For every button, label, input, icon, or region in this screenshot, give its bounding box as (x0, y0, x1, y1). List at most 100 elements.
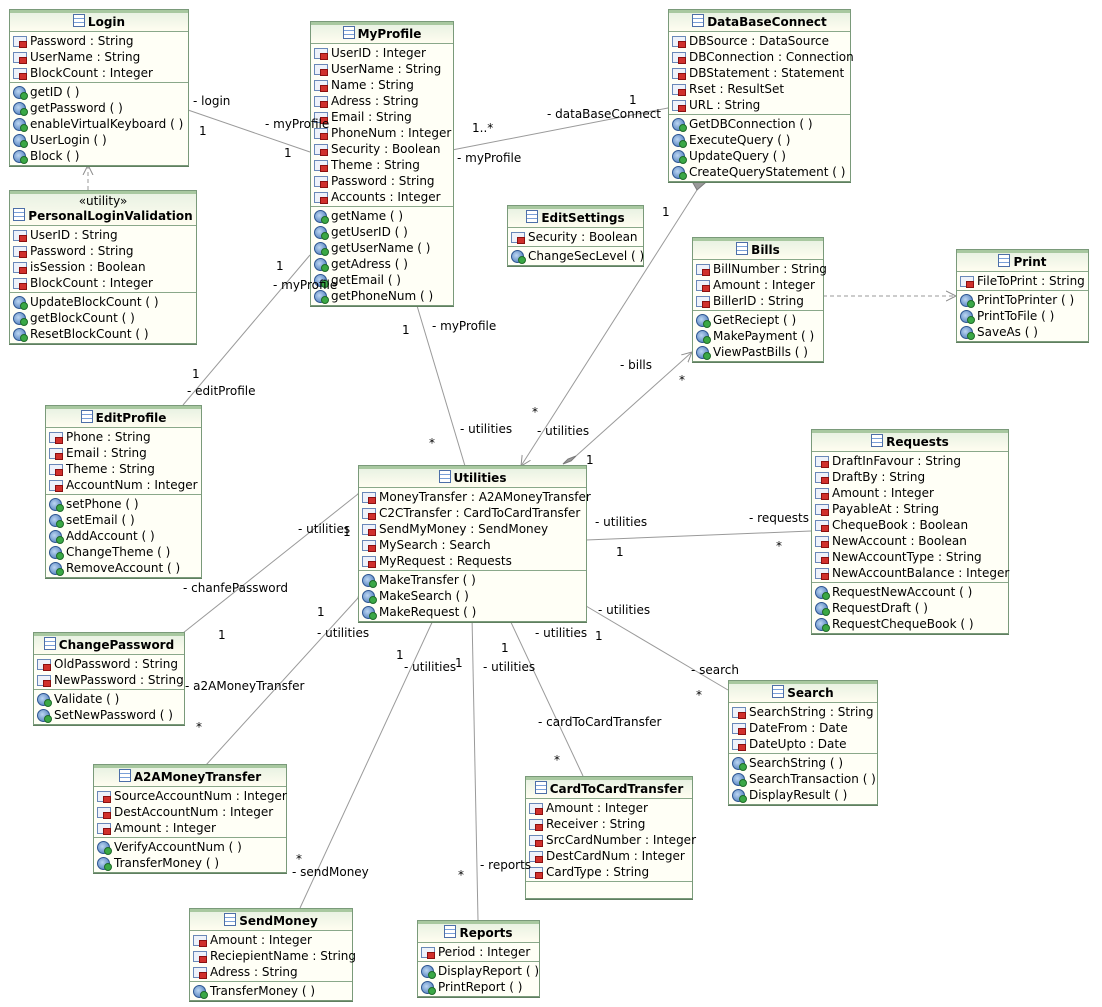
attribute-row[interactable]: DateUpto : Date (729, 736, 877, 752)
operation-row[interactable]: Block ( ) (10, 148, 188, 164)
operation-row[interactable]: Validate ( ) (34, 691, 184, 707)
attribute-row[interactable]: isSession : Boolean (10, 259, 196, 275)
attribute-row[interactable]: DestAccountNum : Integer (94, 804, 286, 820)
attribute-row[interactable]: Theme : String (46, 461, 201, 477)
attribute-row[interactable]: BlockCount : Integer (10, 275, 196, 291)
operation-row[interactable]: CreateQueryStatement ( ) (669, 164, 850, 180)
attribute-row[interactable]: ChequeBook : Boolean (812, 517, 1008, 533)
attribute-row[interactable]: Amount : Integer (526, 800, 692, 816)
operation-row[interactable]: setEmail ( ) (46, 512, 201, 528)
operation-row[interactable]: SetNewPassword ( ) (34, 707, 184, 723)
attribute-row[interactable]: Security : Boolean (508, 229, 643, 245)
attribute-row[interactable]: DestCardNum : Integer (526, 848, 692, 864)
attribute-row[interactable]: Email : String (311, 109, 453, 125)
operation-row[interactable]: AddAccount ( ) (46, 528, 201, 544)
attribute-row[interactable]: UserName : String (311, 61, 453, 77)
operation-row[interactable]: DisplayReport ( ) (418, 963, 539, 979)
attribute-row[interactable]: Receiver : String (526, 816, 692, 832)
operation-row[interactable]: SearchString ( ) (729, 755, 877, 771)
attribute-row[interactable]: Amount : Integer (812, 485, 1008, 501)
attribute-row[interactable]: Password : String (10, 243, 196, 259)
operation-row[interactable]: UserLogin ( ) (10, 132, 188, 148)
operation-row[interactable]: ChangeSecLevel ( ) (508, 248, 644, 264)
operation-row[interactable]: getUserID ( ) (311, 224, 453, 240)
attribute-row[interactable]: URL : String (669, 97, 850, 113)
attribute-row[interactable]: NewAccount : Boolean (812, 533, 1008, 549)
operation-row[interactable]: RequestChequeBook ( ) (812, 616, 1008, 632)
attribute-row[interactable]: Email : String (46, 445, 201, 461)
attribute-row[interactable]: NewPassword : String (34, 672, 184, 688)
operation-row[interactable]: RequestDraft ( ) (812, 600, 1008, 616)
operation-row[interactable]: VerifyAccountNum ( ) (94, 839, 286, 855)
attribute-row[interactable]: Amount : Integer (94, 820, 286, 836)
attribute-row[interactable]: MyRequest : Requests (359, 553, 586, 569)
operation-row[interactable]: ChangeTheme ( ) (46, 544, 201, 560)
attribute-row[interactable]: Phone : String (46, 429, 201, 445)
attribute-row[interactable]: Name : String (311, 77, 453, 93)
attribute-row[interactable]: NewAccountType : String (812, 549, 1008, 565)
attribute-row[interactable]: DraftInFavour : String (812, 453, 1008, 469)
attribute-row[interactable]: Amount : Integer (190, 932, 352, 948)
attribute-row[interactable]: PhoneNum : Integer (311, 125, 453, 141)
attribute-row[interactable]: UserID : Integer (311, 45, 453, 61)
operation-row[interactable]: MakePayment ( ) (693, 328, 823, 344)
attribute-row[interactable]: Period : Integer (418, 944, 539, 960)
operation-row[interactable]: PrintToFile ( ) (957, 308, 1088, 324)
attribute-row[interactable]: C2CTransfer : CardToCardTransfer (359, 505, 586, 521)
attribute-row[interactable]: SourceAccountNum : Integer (94, 788, 287, 804)
operation-row[interactable]: SaveAs ( ) (957, 324, 1088, 340)
operation-row[interactable]: MakeSearch ( ) (359, 588, 586, 604)
attribute-row[interactable]: DBStatement : Statement (669, 65, 850, 81)
attribute-row[interactable]: ReciepientName : String (190, 948, 356, 964)
attribute-row[interactable]: SearchString : String (729, 704, 877, 720)
attribute-row[interactable]: Amount : Integer (693, 277, 823, 293)
operation-row[interactable]: enableVirtualKeyboard ( ) (10, 116, 188, 132)
attribute-row[interactable]: Password : String (10, 33, 188, 49)
attribute-row[interactable]: Accounts : Integer (311, 189, 453, 205)
operation-row[interactable]: ExecuteQuery ( ) (669, 132, 850, 148)
attribute-row[interactable]: DateFrom : Date (729, 720, 877, 736)
operation-row[interactable]: PrintReport ( ) (418, 979, 539, 995)
operation-row[interactable]: MakeTransfer ( ) (359, 572, 586, 588)
attribute-row[interactable]: BillNumber : String (693, 261, 827, 277)
attribute-row[interactable]: Theme : String (311, 157, 453, 173)
operation-row[interactable]: ViewPastBills ( ) (693, 344, 823, 360)
attribute-row[interactable]: DBSource : DataSource (669, 33, 850, 49)
attribute-row[interactable]: Adress : String (190, 964, 352, 980)
operation-row[interactable]: getPassword ( ) (10, 100, 188, 116)
attribute-row[interactable]: MoneyTransfer : A2AMoneyTransfer (359, 489, 591, 505)
operation-row[interactable]: ResetBlockCount ( ) (10, 326, 196, 342)
attribute-row[interactable]: Rset : ResultSet (669, 81, 850, 97)
operation-row[interactable]: PrintToPrinter ( ) (957, 292, 1088, 308)
operation-row[interactable]: UpdateBlockCount ( ) (10, 294, 196, 310)
operation-row[interactable]: RequestNewAccount ( ) (812, 584, 1008, 600)
attribute-row[interactable]: NewAccountBalance : Integer (812, 565, 1009, 581)
operation-row[interactable]: getPhoneNum ( ) (311, 288, 453, 304)
operation-row[interactable]: GetReciept ( ) (693, 312, 823, 328)
operation-row[interactable]: setPhone ( ) (46, 496, 201, 512)
operation-row[interactable]: UpdateQuery ( ) (669, 148, 850, 164)
operation-row[interactable]: TransferMoney ( ) (190, 983, 352, 999)
operation-row[interactable]: SearchTransaction ( ) (729, 771, 877, 787)
attribute-row[interactable]: SendMyMoney : SendMoney (359, 521, 586, 537)
operation-row[interactable]: getUserName ( ) (311, 240, 453, 256)
operation-row[interactable]: getEmail ( ) (311, 272, 453, 288)
attribute-row[interactable]: DraftBy : String (812, 469, 1008, 485)
attribute-row[interactable]: Adress : String (311, 93, 453, 109)
attribute-row[interactable]: CardType : String (526, 864, 692, 880)
